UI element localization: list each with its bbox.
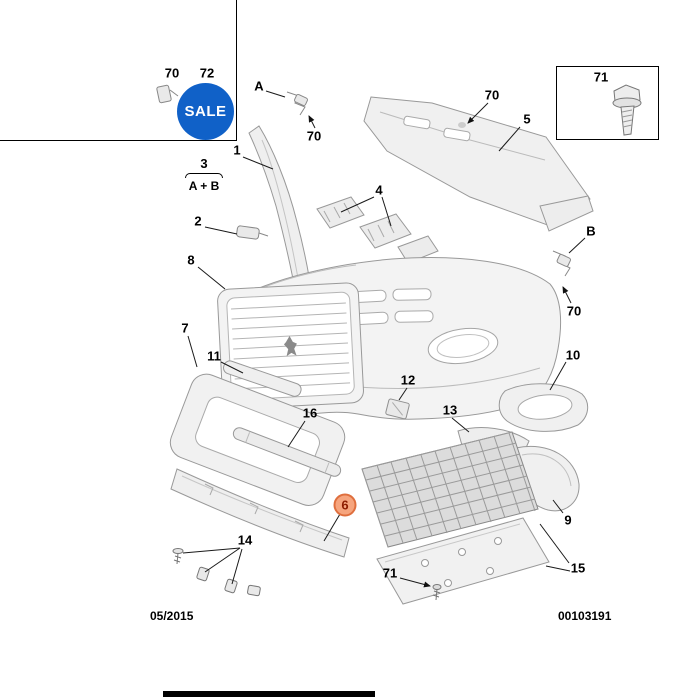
bolt-71-icon xyxy=(612,84,642,136)
part-callout-12: 12 xyxy=(400,372,416,388)
part-callout-A: A xyxy=(254,78,264,94)
part-callout-70: 70 xyxy=(566,303,582,319)
screw-71-icon xyxy=(432,584,442,601)
part-callout-6-highlighted: 6 xyxy=(333,493,357,517)
part-callout-72: 72 xyxy=(199,65,215,81)
figure-number: 00103191 xyxy=(558,609,612,623)
part-16-trim-strip xyxy=(232,427,342,477)
inset-70-72-parts xyxy=(156,84,179,104)
assembly-group-3: 3 A + B xyxy=(181,156,227,193)
part-10-fog-bezel xyxy=(498,383,589,432)
group-3-number: 3 xyxy=(200,156,208,171)
part-callout-70: 70 xyxy=(306,128,322,144)
part-15-absorber-grid xyxy=(361,431,539,548)
inset-top-left-bottom-border xyxy=(0,140,237,141)
part-6-lower-lip xyxy=(170,468,350,558)
part-callout-70: 70 xyxy=(164,65,180,81)
part-callout-1: 1 xyxy=(233,142,241,158)
part-callout-11: 11 xyxy=(207,348,221,364)
part-callout-71: 71 xyxy=(593,69,609,85)
part-callout-71: 71 xyxy=(382,565,398,581)
part-callout-10: 10 xyxy=(565,347,581,363)
part-callout-B: B xyxy=(586,223,596,239)
inset-top-left-right-border xyxy=(236,0,237,141)
part-5-upper-support xyxy=(363,96,594,232)
leader-lines xyxy=(182,90,586,588)
part-11-strip xyxy=(223,360,302,397)
group-3-brace xyxy=(185,173,223,178)
part-callout-13: 13 xyxy=(442,402,458,418)
part-15-undertray xyxy=(376,517,550,605)
sale-badge: SALE xyxy=(177,83,234,140)
date-code: 05/2015 xyxy=(150,609,194,623)
part-callout-70: 70 xyxy=(484,87,500,103)
peugeot-lion-emblem xyxy=(283,336,297,357)
clip-b xyxy=(552,250,571,277)
part-4-brackets xyxy=(316,196,439,264)
part-2-clip xyxy=(236,225,269,240)
part-callout-15: 15 xyxy=(570,560,586,576)
clip-a xyxy=(286,91,308,116)
part-callout-4: 4 xyxy=(375,182,383,198)
part-callout-14: 14 xyxy=(237,532,253,548)
group-3-formula: A + B xyxy=(188,179,220,193)
bottom-bar xyxy=(163,691,375,697)
part-callout-7: 7 xyxy=(181,320,189,336)
part-14-fasteners xyxy=(172,548,261,597)
part-callout-16: 16 xyxy=(302,405,318,421)
part-callout-8: 8 xyxy=(187,252,195,268)
part-callout-2: 2 xyxy=(194,213,202,229)
part-callout-9: 9 xyxy=(564,512,572,528)
part-12-bracket xyxy=(385,398,410,420)
part-callout-5: 5 xyxy=(523,111,531,127)
inset-bolt-box xyxy=(556,66,659,140)
